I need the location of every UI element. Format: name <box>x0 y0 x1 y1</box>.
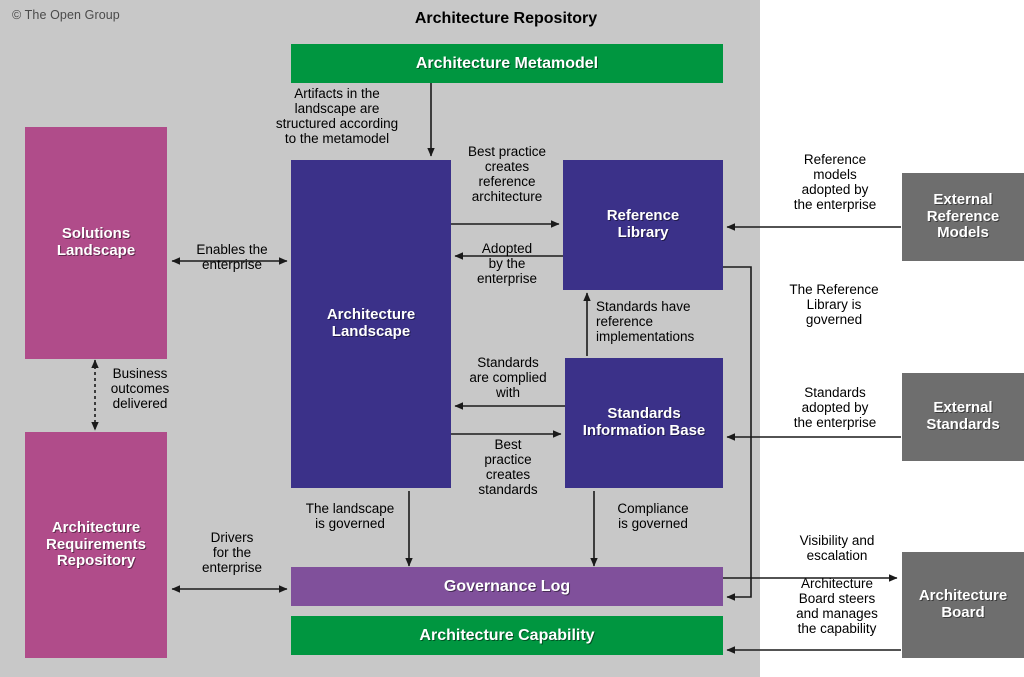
node-architecture-landscape[interactable]: Architecture Landscape <box>291 160 451 488</box>
node-architecture-metamodel[interactable]: Architecture Metamodel <box>291 44 723 83</box>
edge-label-adopted-by-enterprise: Adopted by the enterprise <box>476 241 538 287</box>
edge-label-standards-have-reference-implementations: Standards have reference implementations <box>596 299 695 345</box>
copyright-notice: © The Open Group <box>12 8 120 22</box>
edge-label-artifacts-structured: Artifacts in the landscape are structure… <box>275 86 399 147</box>
edge-label-reference-library-is-governed: The Reference Library is governed <box>789 282 879 328</box>
page-title: Architecture Repository <box>414 10 598 27</box>
edge-label-best-practice-reference: Best practice creates reference architec… <box>467 144 547 205</box>
node-architecture-requirements-repository[interactable]: Architecture Requirements Repository <box>25 432 167 658</box>
edge-label-best-practice-creates-standards: Best practice creates standards <box>478 437 538 498</box>
node-external-standards[interactable]: External Standards <box>902 373 1024 461</box>
edge-label-enables-the-enterprise: Enables the enterprise <box>196 242 268 273</box>
node-external-reference-models[interactable]: External Reference Models <box>902 173 1024 261</box>
edge-label-reference-models-adopted: Reference models adopted by the enterpri… <box>793 152 877 213</box>
node-solutions-landscape[interactable]: Solutions Landscape <box>25 127 167 359</box>
edge-label-standards-are-complied-with: Standards are complied with <box>469 355 547 401</box>
edge-label-landscape-is-governed: The landscape is governed <box>305 501 395 532</box>
node-reference-library[interactable]: Reference Library <box>563 160 723 290</box>
node-architecture-board[interactable]: Architecture Board <box>902 552 1024 658</box>
edge-label-drivers-for-the-enterprise: Drivers for the enterprise <box>201 530 263 576</box>
edge-label-compliance-is-governed: Compliance is governed <box>617 501 689 532</box>
edge-label-business-outcomes-delivered: Business outcomes delivered <box>110 366 170 412</box>
node-governance-log[interactable]: Governance Log <box>291 567 723 606</box>
node-standards-information-base[interactable]: Standards Information Base <box>565 358 723 488</box>
edge-label-board-steers-capability: Architecture Board steers and manages th… <box>796 576 878 637</box>
node-architecture-capability[interactable]: Architecture Capability <box>291 616 723 655</box>
edge-label-visibility-and-escalation: Visibility and escalation <box>799 533 875 564</box>
edge-label-standards-adopted: Standards adopted by the enterprise <box>793 385 877 431</box>
